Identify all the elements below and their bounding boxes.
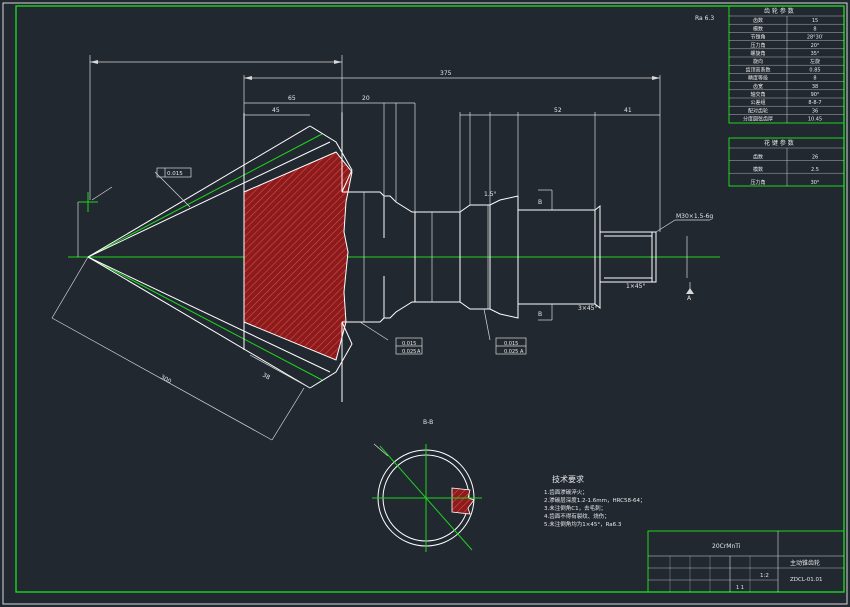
dim-d1: 65 [288,95,296,102]
gear-table-param-name: 配对齿轮 [748,107,768,114]
gear-table-param-name: 精度等级 [748,75,768,82]
shaft-outline [87,112,657,402]
svg-text:A: A [520,349,524,355]
technical-requirements: 技术要求 1.齿面渗碳淬火； 2.渗碳层深度1.2-1.6mm，HRC58-64… [544,474,645,528]
gear-table-param-name: 节锥角 [750,34,765,41]
gear-table-param-name: 分度圆弦齿厚 [743,116,773,123]
dim-d3: 20 [362,95,370,102]
tech-item-4: 4.齿面不得有裂纹、烧伤； [544,512,610,520]
gear-table-param-value: 35° [811,51,820,57]
center-lines [68,133,720,381]
spline-table-param-value: 30° [811,180,820,186]
dim-face: 38 [261,372,271,382]
gear-table-param-value: 36 [812,108,818,114]
title-sheet: 1 1 [736,585,744,591]
svg-text:0.015: 0.015 [402,341,416,347]
title-scale: 1:2 [760,573,769,579]
spline-table-param-name: 模数 [753,166,763,173]
tech-item-2: 2.渗碳层深度1.2-1.6mm，HRC58-64； [544,496,645,504]
spline-params-table: 花 键 参 数 齿数 26 模数 2.5 压力角 30° [728,137,845,187]
gear-table-param-name: 齿数 [753,17,763,24]
svg-text:B-B: B-B [423,419,433,426]
gear-table-param-name: 齿顶高系数 [745,66,770,73]
gear-table-param-value: 8 [813,26,816,32]
dim-small-angle: 1.5° [484,191,497,198]
tech-title: 技术要求 [552,474,584,484]
svg-text:0.025: 0.025 [504,349,518,355]
spline-table-param-value: 2.5 [811,167,819,173]
roughness-symbol: Ra 6.3 [695,15,714,22]
title-drawing-no: ZDCL-01.01 [790,577,823,583]
gear-table-param-value: 90° [811,92,820,98]
dim-d4: 52 [554,107,562,114]
inner-border [15,5,845,593]
dim-thread: M30×1.5-6g [676,213,713,220]
spline-table-param-name: 齿数 [753,154,763,161]
title-part-name: 主动锥齿轮 [790,559,820,567]
dim-overall: 375 [440,70,452,77]
gear-section-hatch [243,151,353,361]
gear-table-param-name: 压力角 [750,42,765,49]
spline-table-param-value: 26 [812,155,818,161]
dimension-text: 375 65 45 20 52 41 300 38 1.5° 3×45° 1×4… [159,15,714,385]
dim-chamfer2: 1×45° [626,283,645,290]
gear-table-param-value: 38 [812,84,818,90]
svg-text:花 键 参 数: 花 键 参 数 [764,139,794,147]
spline-table-param-name: 压力角 [750,179,765,186]
gear-table-param-value: 28°30′ [807,35,824,41]
svg-text:A: A [417,349,421,355]
section-mark-b1: B [538,199,542,206]
tech-item-1: 1.齿面渗碳淬火； [544,488,588,496]
dim-d2: 45 [272,107,280,114]
gdt-frame-3: 0.015 0.025 A [495,337,527,355]
dim-chamfer1: 3×45° [578,305,597,312]
tech-item-5: 5.未注倒角均为1×45°，Ra6.3 [544,520,622,528]
title-block: 20CrMnTi 主动锥齿轮 1:2 1 1 ZDCL-01.01 [647,530,845,593]
gear-table-param-value: 0.85 [809,67,820,73]
section-mark-b2: B [538,311,542,318]
gear-table-param-name: 旋向 [753,58,763,65]
section-b-b: B-B [372,419,482,552]
title-material: 20CrMnTi [712,543,741,550]
gear-table-param-value: 15 [812,18,818,24]
gear-table-param-name: 公差组 [750,99,765,106]
tech-item-3: 3.未注倒角C1，去毛刺； [544,504,606,512]
dim-d5: 41 [624,107,632,114]
gear-params-table: 齿 轮 参 数 齿数 15 模数 8 节锥角 28°30′ 压力角 20° 螺旋角 35° 旋向 左旋… [728,5,845,124]
datum-a-label: A [687,295,692,302]
gear-table-param-name: 齿宽 [753,83,763,90]
gear-table-param-value: 10.45 [808,117,822,123]
gdt-frame-2: 0.015 0.025 A [395,337,423,355]
svg-text:齿 轮 参 数: 齿 轮 参 数 [764,7,794,15]
svg-text:0.015: 0.015 [504,341,518,347]
gear-table-param-name: 模数 [753,25,763,32]
gear-table-param-value: 8 [813,76,816,82]
svg-text:0.025: 0.025 [402,349,416,355]
gear-table-param-value: 8-8-7 [808,100,821,106]
gear-table-param-value: 20° [811,43,820,49]
gear-table-param-name: 轴交角 [750,91,765,98]
gear-table-param-value: 左旋 [810,58,820,65]
gear-table-param-name: 螺旋角 [750,50,765,57]
dim-cone: 300 [159,374,173,386]
datum-a-symbol [686,288,694,294]
svg-text:0.015: 0.015 [167,171,183,177]
dimension-lines [51,55,710,441]
gdt-frame-1: 0.015 [156,167,192,178]
dimension-arrows [90,60,660,80]
